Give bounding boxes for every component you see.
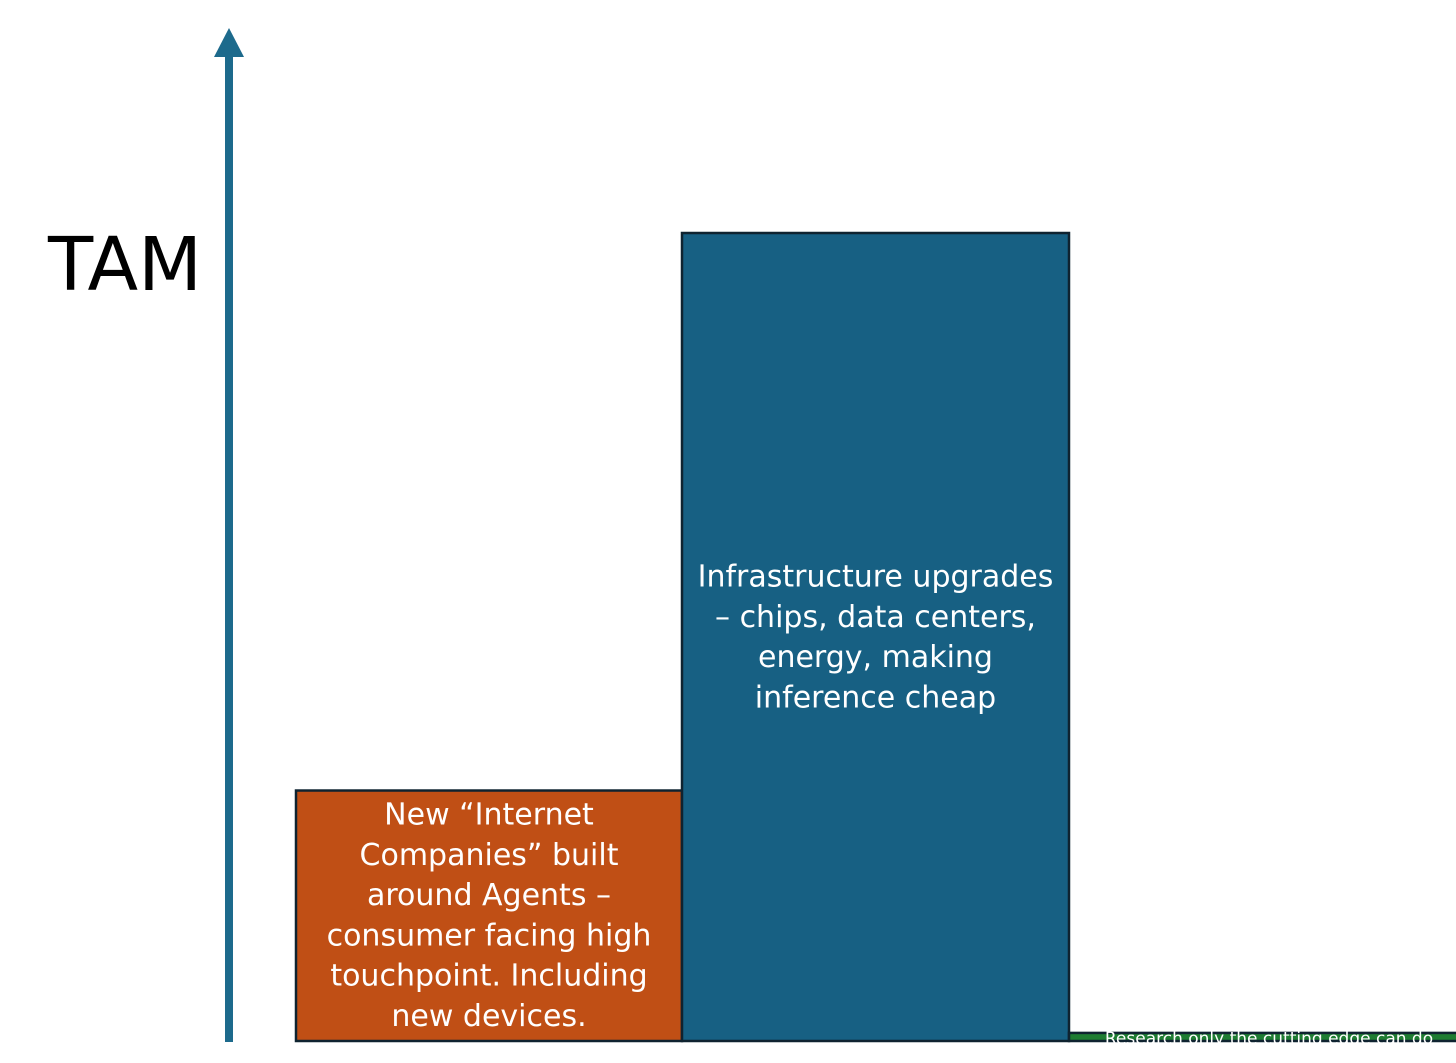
bar-label: touchpoint. Including (330, 959, 647, 994)
bar-label: consumer facing high (327, 918, 652, 953)
bar-label: inference cheap (755, 680, 996, 715)
bar (680, 231, 1071, 1043)
bar-label: – chips, data centers, (715, 600, 1036, 635)
bar-label: Infrastructure upgrades (698, 560, 1054, 595)
bar-group: Research only the cutting edge can do (1067, 1029, 1456, 1049)
bar-label: new devices. (391, 999, 586, 1034)
y-axis-label: TAM (48, 222, 202, 308)
bar-label: Companies” built (360, 838, 619, 873)
bar (294, 789, 684, 1043)
bar (1067, 1031, 1456, 1043)
bar-group: Infrastructure upgrades – chips, data cen… (680, 231, 1071, 1043)
bar-label: New “Internet (384, 798, 594, 833)
bar-label: around Agents – (367, 878, 611, 913)
bar-label: energy, making (758, 640, 993, 675)
y-axis-arrowhead (214, 28, 244, 57)
bar-label: Research only the cutting edge can do (1105, 1029, 1433, 1049)
